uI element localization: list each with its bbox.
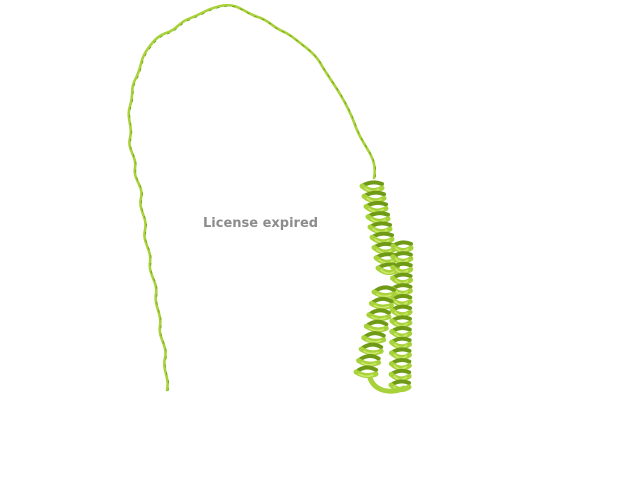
helix-turn-highlight [365, 338, 382, 343]
helix-b [367, 240, 414, 394]
helix-c [353, 285, 397, 379]
helix-turn-highlight [368, 327, 385, 332]
helix-turn-highlight [380, 269, 396, 274]
helix-turn-highlight [360, 361, 377, 366]
coil-loop-shadow [129, 5, 377, 392]
helix-turn-highlight [371, 316, 387, 320]
helix-connector [367, 375, 407, 394]
helix-turn-highlight [373, 304, 390, 309]
helix-turn-highlight [358, 373, 374, 378]
coil-loop [127, 3, 377, 392]
helix-turn-highlight [363, 350, 379, 355]
license-expired-watermark: License expired [203, 216, 319, 231]
helix-turn-highlight [376, 293, 392, 298]
